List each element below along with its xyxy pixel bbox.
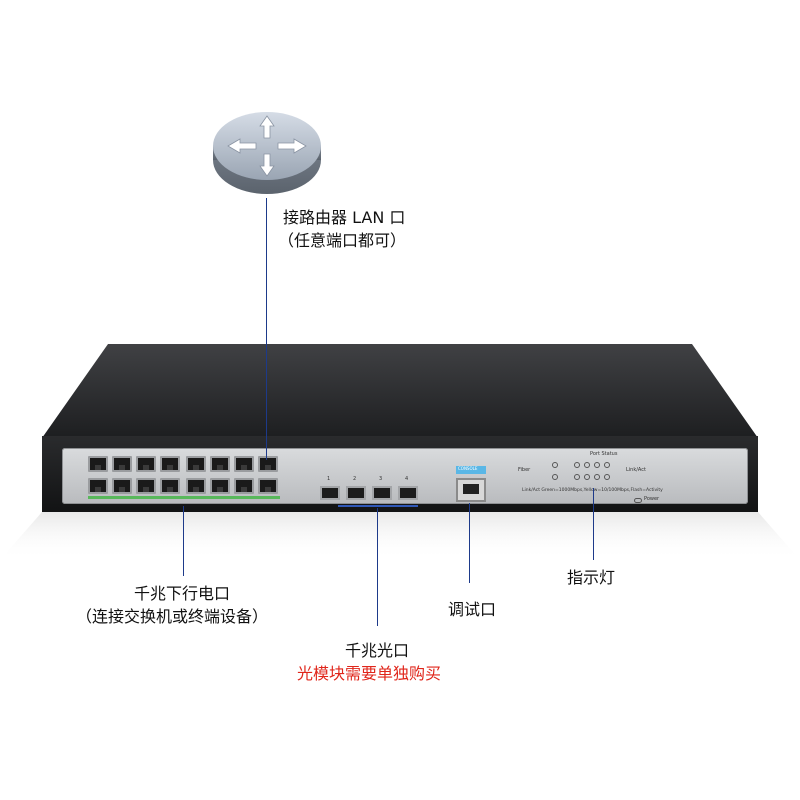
sfp-number: 4 — [405, 476, 409, 482]
led — [594, 474, 600, 480]
router-label-line2: （任意端口都可） — [278, 231, 407, 250]
led — [552, 474, 558, 480]
sfp-number: 1 — [327, 476, 331, 482]
led — [604, 474, 610, 480]
lan-port[interactable] — [160, 478, 180, 494]
sfp-number: 3 — [379, 476, 383, 482]
led-indicator-panel: Fiber Port Status Link/Act Link/Act Gree… — [518, 451, 668, 503]
sfp-connector-line — [377, 508, 378, 626]
indicator-label: 指示灯 — [567, 568, 616, 587]
led — [594, 462, 600, 468]
lan-label-line2: （连接交换机或终端设备） — [76, 607, 269, 626]
sfp-port[interactable] — [372, 486, 392, 500]
power-led — [634, 498, 642, 503]
led — [574, 462, 580, 468]
lan-port[interactable] — [136, 478, 156, 494]
lan-port[interactable] — [234, 456, 254, 472]
lan-connector-line — [183, 506, 184, 576]
led — [552, 462, 558, 468]
sfp-port[interactable] — [346, 486, 366, 500]
port-status-label: Port Status — [590, 451, 618, 457]
led — [604, 462, 610, 468]
led — [584, 462, 590, 468]
sfp-port-group: 1 2 3 4 — [318, 476, 426, 508]
lan-port-group — [88, 454, 280, 498]
led — [584, 474, 590, 480]
lan-port[interactable] — [112, 478, 132, 494]
lan-port[interactable] — [88, 478, 108, 494]
lan-port[interactable] — [258, 478, 278, 494]
console-tag: CONSOLE — [456, 466, 486, 474]
link-act-label: Link/Act — [626, 467, 646, 473]
led-connector-line — [593, 488, 594, 560]
router-icon — [213, 112, 321, 194]
lan-port[interactable] — [210, 478, 230, 494]
sfp-blue-strip — [338, 505, 418, 507]
lan-port[interactable] — [186, 456, 206, 472]
sfp-port[interactable] — [320, 486, 340, 500]
sfp-purchase-note: 光模块需要单独购买 — [297, 664, 442, 683]
lan-label-line1: 千兆下行电口 — [134, 584, 231, 603]
router-connector-line — [266, 198, 267, 460]
lan-port[interactable] — [186, 478, 206, 494]
router-label-line1: 接路由器 LAN 口 — [283, 208, 406, 227]
console-connector-line — [469, 503, 470, 583]
lan-port[interactable] — [112, 456, 132, 472]
lan-port[interactable] — [160, 456, 180, 472]
sfp-number: 2 — [353, 476, 357, 482]
lan-port[interactable] — [258, 456, 278, 472]
lan-green-strip — [88, 496, 280, 499]
sfp-port[interactable] — [398, 486, 418, 500]
lan-port[interactable] — [210, 456, 230, 472]
led-legend: Link/Act Green=1000Mbps,Yellow=10/100Mbp… — [522, 488, 663, 493]
lan-port[interactable] — [136, 456, 156, 472]
lan-port[interactable] — [234, 478, 254, 494]
power-label: Power — [644, 496, 660, 502]
console-port[interactable] — [456, 478, 486, 502]
lan-port[interactable] — [88, 456, 108, 472]
sfp-label-line1: 千兆光口 — [345, 641, 410, 660]
fiber-label: Fiber — [518, 467, 531, 473]
console-label: 调试口 — [448, 600, 497, 619]
led — [574, 474, 580, 480]
